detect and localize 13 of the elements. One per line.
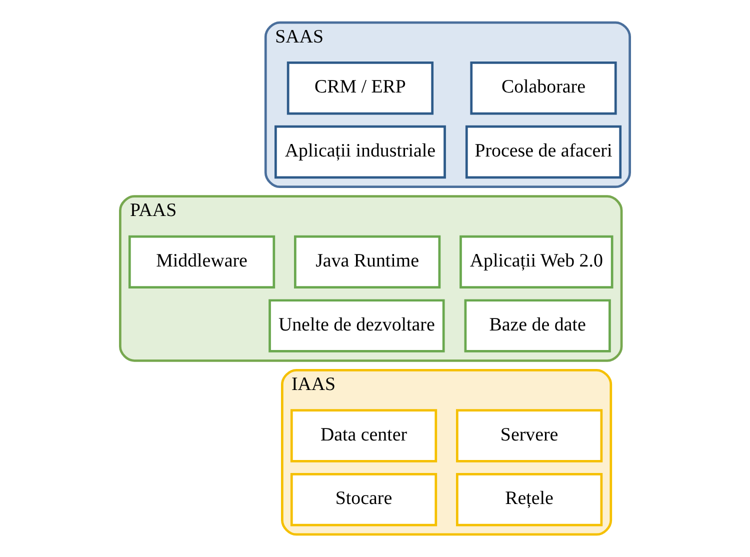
node-box: Servere	[456, 409, 603, 462]
node-box: Java Runtime	[294, 235, 441, 289]
node-box: Colaborare	[470, 62, 617, 115]
node-box: Procese de afaceri	[465, 125, 622, 179]
node-box: Baze de date	[464, 299, 611, 352]
node-box: Data center	[290, 409, 438, 462]
node-box: Aplicații industriale	[274, 125, 446, 179]
node-box: Rețele	[456, 473, 603, 526]
node-box: CRM / ERP	[286, 62, 434, 115]
node-box: Middleware	[128, 235, 276, 289]
node-box: Stocare	[290, 473, 438, 526]
node-box: Aplicații Web 2.0	[460, 235, 614, 289]
node-box: Unelte de dezvoltare	[268, 299, 445, 352]
